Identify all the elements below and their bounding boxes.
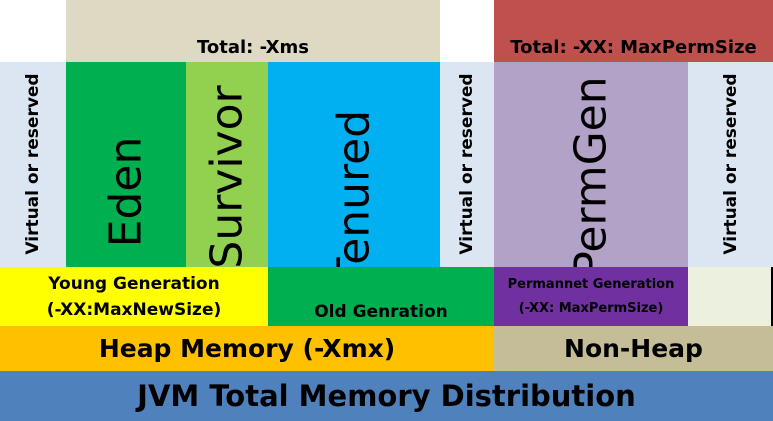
heap-total-label: Total: -Xms: [197, 37, 309, 58]
permanent-generation-flag: (-XX: MaxPermSize): [518, 300, 664, 316]
heap-memory-label: Heap Memory (-Xmx): [98, 334, 396, 363]
old-generation-label: Old Genration: [314, 302, 448, 322]
survivor-column: Survivor: [186, 62, 268, 267]
right-edge-divider: [771, 267, 773, 326]
virtual-reserved-label-1: Virtual or reserved: [23, 73, 43, 255]
old-generation-block: Old Genration: [268, 267, 494, 326]
eden-column: Eden: [66, 62, 186, 267]
permanent-generation-block: Permannet Generation (-XX: MaxPermSize): [494, 267, 688, 326]
young-generation-title: Young Generation: [48, 273, 220, 294]
virtual-reserved-column-1: Virtual or reserved: [0, 62, 66, 267]
eden-label: Eden: [100, 136, 152, 248]
jvm-total-footer: JVM Total Memory Distribution: [0, 371, 773, 421]
permgen-label: PermGen: [565, 76, 617, 267]
virtual-reserved-column-3: Virtual or reserved: [688, 62, 773, 267]
survivor-label: Survivor: [201, 85, 253, 267]
virtual-reserved-label-3: Virtual or reserved: [720, 73, 741, 255]
tenured-column: Tenured: [268, 62, 440, 267]
permanent-generation-title: Permannet Generation: [507, 276, 675, 292]
jvm-total-title: JVM Total Memory Distribution: [137, 379, 636, 413]
heap-total-header: Total: -Xms: [66, 0, 440, 62]
permanent-generation-filler: [688, 267, 771, 326]
virtual-reserved-column-2: Virtual or reserved: [440, 62, 494, 267]
young-generation-block: Young Generation (-XX:MaxNewSize): [0, 267, 268, 326]
non-heap-label: Non-Heap: [564, 334, 703, 363]
young-generation-flag: (-XX:MaxNewSize): [46, 299, 222, 320]
tenured-label: Tenured: [328, 109, 380, 267]
permgen-total-label: Total: -XX: MaxPermSize: [510, 37, 757, 58]
permgen-column: PermGen: [494, 62, 688, 267]
non-heap-block: Non-Heap: [494, 326, 773, 371]
virtual-reserved-label-2: Virtual or reserved: [457, 73, 477, 255]
heap-memory-block: Heap Memory (-Xmx): [0, 326, 494, 371]
permgen-total-header: Total: -XX: MaxPermSize: [494, 0, 773, 62]
